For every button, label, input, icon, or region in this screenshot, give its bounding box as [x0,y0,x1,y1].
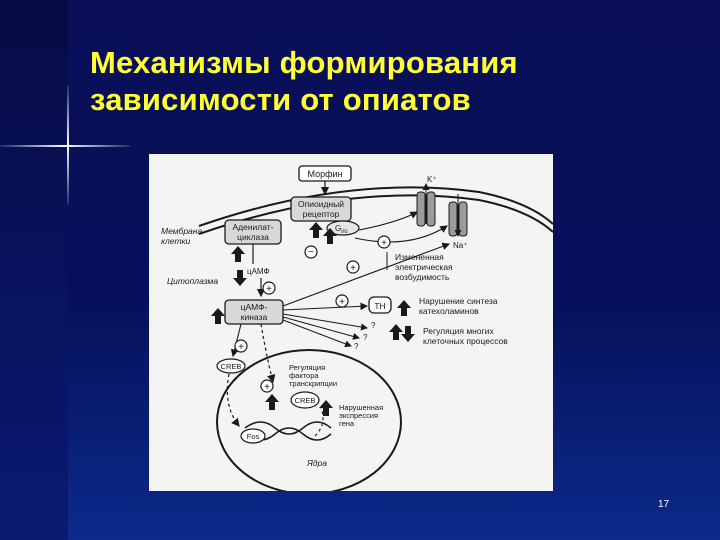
plus-sign-transcription: + [264,382,270,393]
up-arrow-creb-inner [319,400,333,416]
creb-outer-shape [216,358,246,374]
gio-protein-shape [326,220,360,236]
down-arrow-regulation [401,326,415,342]
up-arrow-kinase [211,308,225,324]
membrane-label-1: Мембрана [161,226,202,236]
creb-to-fos-dotted [226,373,240,427]
up-arrow-ac [231,246,245,262]
kinase-to-creb-arrow [230,323,242,358]
decorative-horizontal-line [0,145,130,147]
gene-label-3: гена [339,419,355,428]
kinase-to-regulation-arrow-2 [282,316,360,340]
synthesis-label-1: Нарушение синтеза [419,296,498,306]
gio-main: G [335,224,341,233]
slide-title-line-1: Механизмы формирования [90,45,518,80]
opioid-receptor-box [290,196,352,222]
th-label: TH [374,301,385,311]
fos-label: Fos [247,432,260,441]
excitability-label-2: электрическая [395,262,453,272]
plus-circle-kinase-channel [346,260,360,274]
nucleus-label: Ядра [306,458,327,468]
creb-inner-label: CREB [295,396,316,405]
slide-number: 17 [658,499,670,510]
slide-title-line-2: зависимости от опиатов [90,82,471,117]
plus-circle-channel [377,235,391,249]
th-box [368,296,392,314]
na-ion-label: Na⁺ [453,241,467,250]
kinase-to-channels-arrow [282,242,451,307]
gio-to-k-arrow [358,211,418,231]
kinase-label-2: киназа [241,312,268,322]
fos-shape [240,428,266,444]
gio-label: Gi/o [335,224,348,235]
gene-to-creb-dotted [314,407,324,437]
morphine-label: Морфин [307,169,342,179]
potassium-channel [416,183,436,227]
decorative-vertical-line [67,85,69,205]
plus-sign-creb: + [238,342,244,353]
gio-sub: i/o [341,229,348,235]
plus-circle-th [335,294,349,308]
excitability-label-1: Измененная [395,252,444,262]
plus-sign-channel: + [381,238,387,249]
dna-strand [244,421,332,435]
adenylate-label-2: циклаза [237,232,269,242]
plus-sign-th: + [339,297,345,308]
receptor-label-2: рецептор [303,209,340,219]
plus-sign-kinase-channel: + [350,263,356,274]
up-arrow-gio [323,228,337,244]
kinase-to-regulation-arrow-1 [282,313,368,331]
question-mark-1: ? [371,321,376,330]
kinase-label-1: цАМФ- [241,302,268,312]
question-mark-3: ? [354,342,359,351]
creb-label: CREB [221,362,242,371]
down-arrow-camp [233,270,247,286]
gene-label-2: экспрессия [339,411,378,420]
synthesis-label-2: катехоламинов [419,306,479,316]
slide-title: Механизмы формирования зависимости от оп… [90,44,690,118]
membrane-label-2: клетки [161,236,191,246]
gene-label-1: Нарушенная [339,403,383,412]
regulation-label-2: клеточных процессов [423,336,508,346]
diagram-svg: Морфин Опиоидный рецептор Gi/o Мембрана … [161,165,553,491]
sodium-channel [448,194,468,237]
creb-inner-shape [290,391,320,409]
camp-kinase-box [224,299,284,325]
cell-membrane-inner [198,194,553,235]
excitability-label-3: возбудимость [395,272,450,282]
camp-label: цАМФ [247,267,270,276]
kinase-to-regulation-arrow-3 [282,319,352,348]
transcription-label-3: транскрипции [289,379,337,388]
up-arrow-transcription [265,394,279,410]
plus-sign-camp: + [266,284,272,295]
cytoplasm-label: Цитоплазма [167,276,218,286]
up-arrow-regulation [389,324,403,340]
plus-circle-camp [262,281,276,295]
opiate-mechanism-diagram: Морфин Опиоидный рецептор Gi/o Мембрана … [149,154,553,491]
minus-sign: − [308,247,314,258]
transcription-label-1: Регуляция [289,363,325,372]
plus-circle-transcription [260,379,274,393]
adenylate-label-1: Аденилат- [232,222,273,232]
nucleus-outline [216,349,402,491]
plus-circle-creb [234,339,248,353]
left-accent-band [0,0,68,540]
up-arrow-receptor [309,222,323,238]
question-mark-2: ? [363,333,368,342]
kinase-to-nucleus-dotted [260,323,276,384]
regulation-label-1: Регуляция многих [423,326,494,336]
k-ion-label: K⁺ [427,175,437,184]
transcription-label-2: фактора [289,371,319,380]
minus-circle [304,245,318,259]
gio-to-na-arrow [354,225,448,243]
up-arrow-th [397,300,411,316]
cell-membrane-outer [198,186,553,227]
receptor-label-1: Опиоидный [298,199,344,209]
kinase-to-th-arrow [282,302,369,311]
